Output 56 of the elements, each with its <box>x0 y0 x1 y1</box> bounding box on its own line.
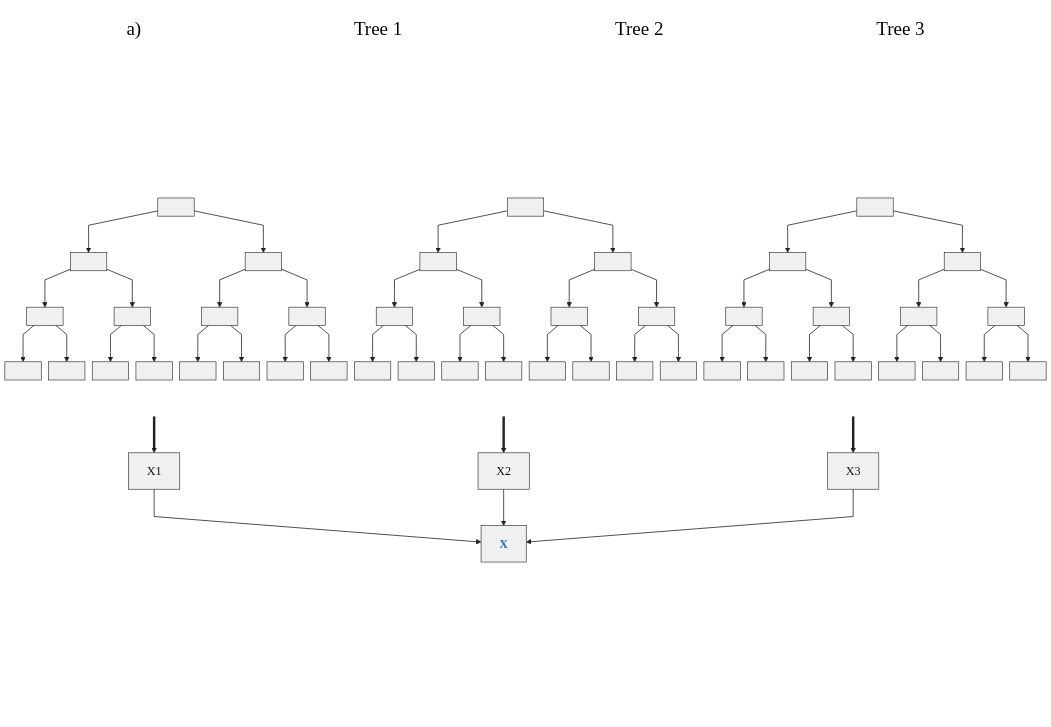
node-box <box>419 252 457 272</box>
node-box <box>987 306 1025 326</box>
arrow <box>151 416 157 454</box>
node-box <box>266 361 304 381</box>
node-box <box>659 361 697 381</box>
node-box: X3 <box>827 452 880 490</box>
node-box: X2 <box>477 452 530 490</box>
node-box <box>725 306 763 326</box>
node-box <box>91 361 129 381</box>
node-box <box>375 306 413 326</box>
node-box <box>1009 361 1047 381</box>
node-box <box>550 306 588 326</box>
node-box <box>769 252 807 272</box>
panel-label: a) <box>126 18 142 40</box>
node-box <box>157 197 195 217</box>
node-box <box>922 361 960 381</box>
node-box <box>900 306 938 326</box>
node-box <box>135 361 173 381</box>
node-box <box>244 252 282 272</box>
tree-title: Tree 3 <box>876 18 925 40</box>
node-box <box>747 361 785 381</box>
node-box <box>354 361 392 381</box>
node-box: X <box>480 525 527 563</box>
node-box <box>638 306 676 326</box>
node-box <box>288 306 326 326</box>
node-box <box>790 361 828 381</box>
tree-title: Tree 1 <box>353 18 403 40</box>
node-box <box>485 361 523 381</box>
tree-title: Tree 2 <box>615 18 664 40</box>
node-box <box>507 197 544 217</box>
node-box <box>48 361 86 381</box>
node-box <box>223 361 261 381</box>
node-box <box>70 252 108 272</box>
node-box <box>943 252 981 272</box>
node-box <box>834 361 872 381</box>
node-box <box>463 306 501 326</box>
node-box <box>594 252 632 272</box>
arrow <box>850 416 856 454</box>
node-box <box>113 306 151 326</box>
node-box <box>856 197 894 217</box>
node-box <box>616 361 654 381</box>
node-box <box>26 306 64 326</box>
node-box <box>201 306 239 326</box>
node-box: X1 <box>128 452 181 490</box>
arrow <box>501 416 507 454</box>
node-box <box>572 361 610 381</box>
node-box <box>397 361 435 381</box>
node-box <box>703 361 741 381</box>
node-box <box>310 361 348 381</box>
node-box <box>441 361 479 381</box>
node-box <box>179 361 217 381</box>
node-box <box>528 361 566 381</box>
node-box <box>965 361 1003 381</box>
node-box <box>878 361 916 381</box>
node-box <box>812 306 850 326</box>
node-box <box>4 361 42 381</box>
